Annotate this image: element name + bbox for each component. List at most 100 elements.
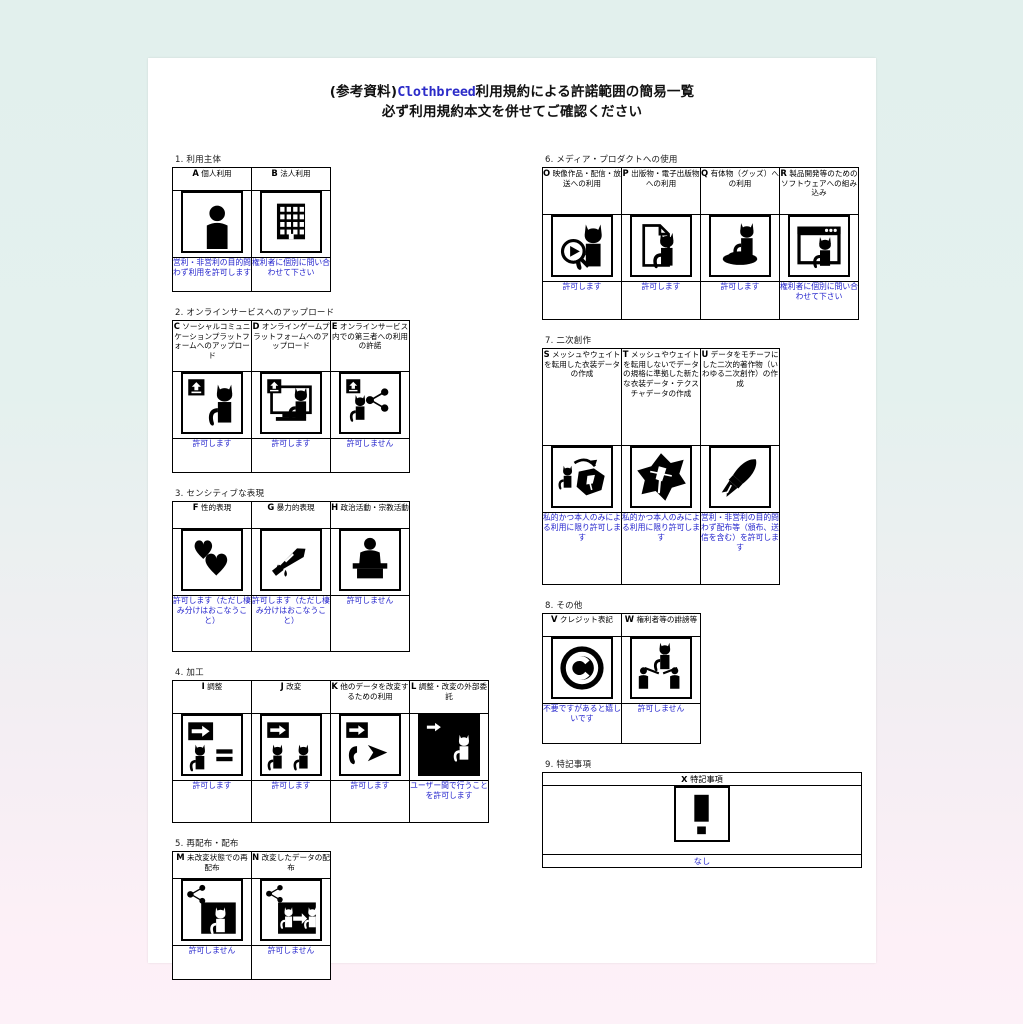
- exclamation-icon: [674, 786, 730, 842]
- slander-icon: [630, 637, 692, 699]
- window-cat-icon: [788, 215, 850, 277]
- section-sec9: 9. 特記事項 X 特記事項なし: [542, 758, 862, 868]
- page-cat-icon: [630, 215, 692, 277]
- cell-result-C: 許可します: [172, 438, 252, 473]
- knife-icon: [260, 529, 322, 591]
- section-title: 1. 利用主体: [175, 155, 222, 165]
- cell-icon-S: [542, 445, 622, 513]
- cell-icon-F: [172, 528, 252, 596]
- cell-result-L: ユーザー間で行うことを許可します: [409, 780, 489, 823]
- cell-header-T: T メッシュやウェイトを転用しないでデータの規格に準拠した新たな衣装データ・テク…: [621, 348, 701, 446]
- cell-header-L: L 調整・改変の外部委託: [409, 680, 489, 714]
- cell-icon-I: [172, 713, 252, 781]
- section-title: 3. センシティブな表現: [175, 489, 265, 499]
- cell-result-T: 私的かつ本人のみによる利用に限り許可します: [621, 512, 701, 585]
- cell-header-A: A 個人利用: [172, 167, 252, 191]
- cell-icon-C: [172, 371, 252, 439]
- cell-icon-A: [172, 190, 252, 258]
- cell-header-X: X 特記事項: [542, 772, 862, 786]
- cell-result-S: 私的かつ本人のみによる利用に限り許可します: [542, 512, 622, 585]
- document-page: (参考資料)Clothbreed利用規約による許諾範囲の簡易一覧 必ず利用規約本…: [148, 58, 876, 980]
- cell-icon-G: [251, 528, 331, 596]
- cell-result-G: 許可します（ただし棲み分けはおこなうこと）: [251, 595, 331, 652]
- brand-name: Clothbreed: [397, 84, 476, 100]
- mesh-burst-icon: [630, 446, 692, 508]
- goods-cat-icon: [709, 215, 771, 277]
- page-title-line-1: (参考資料)Clothbreed利用規約による許諾範囲の簡易一覧: [148, 83, 876, 103]
- section-title: 7. 二次創作: [545, 336, 592, 346]
- cell-header-M: M 未改変状態での再配布: [172, 851, 252, 879]
- play-cat-icon: [551, 215, 613, 277]
- cell-result-P: 許可します: [621, 281, 701, 320]
- cell-icon-B: [251, 190, 331, 258]
- cell-result-N: 許可しません: [251, 945, 331, 980]
- cell-header-P: P 出版物・電子出版物への利用: [621, 167, 701, 215]
- cell-header-K: K 他のデータを改変するための利用: [330, 680, 410, 714]
- podium-icon: [339, 529, 401, 591]
- cell-header-N: N 改変したデータの配布: [251, 851, 331, 879]
- share-cat-split-icon: [181, 879, 243, 941]
- cell-header-I: I 調整: [172, 680, 252, 714]
- section-title: 6. メディア・プロダクトへの使用: [545, 155, 678, 165]
- cell-header-H: H 政治活動・宗教活動: [330, 501, 410, 529]
- cell-icon-N: [251, 878, 331, 946]
- cell-result-U: 営利・非営利の目的問わず配布等（頒布、送信を含む）を許可します: [700, 512, 780, 585]
- cell-result-O: 許可します: [542, 281, 622, 320]
- cell-result-I: 許可します: [172, 780, 252, 823]
- cell-icon-T: [621, 445, 701, 513]
- cell-icon-K: [330, 713, 410, 781]
- paintbrush-icon: [709, 446, 771, 508]
- cell-result-B: 権利者に個別に問い合わせて下さい: [251, 257, 331, 292]
- cell-result-E: 許可しません: [330, 438, 410, 473]
- cell-icon-V: [542, 636, 622, 704]
- title-suffix: 利用規約による許諾範囲の簡易一覧: [475, 84, 695, 100]
- cell-result-M: 許可しません: [172, 945, 252, 980]
- cell-header-F: F 性的表現: [172, 501, 252, 529]
- page-title-line-2: 必ず利用規約本文を併せてご確認ください: [381, 103, 643, 120]
- two-cats-split-icon: [418, 714, 480, 776]
- arrow-cat-equal-icon: [181, 714, 243, 776]
- section-title: 9. 特記事項: [545, 760, 592, 770]
- section-table: X 特記事項なし: [542, 772, 862, 868]
- cell-icon-W: [621, 636, 701, 704]
- upload-monitor-cat-icon: [260, 372, 322, 434]
- cell-icon-L: [409, 713, 489, 781]
- title-prefix: (参考資料): [329, 84, 398, 100]
- cell-result-X: なし: [542, 854, 862, 868]
- section-title: 8. その他: [545, 601, 583, 611]
- cell-header-Q: Q 有体物（グッズ）への利用: [700, 167, 780, 215]
- cell-header-S: S メッシュやウェイトを転用した衣装データの作成: [542, 348, 622, 446]
- cell-result-A: 営利・非営利の目的問わず利用を許可します: [172, 257, 252, 292]
- cell-header-B: B 法人利用: [251, 167, 331, 191]
- cell-header-O: O 映像作品・配信・放送への利用: [542, 167, 622, 215]
- share-cat-icon: [339, 372, 401, 434]
- cell-result-H: 許可しません: [330, 595, 410, 652]
- cell-header-R: R 製品開発等のためのソフトウェアへの組み込み: [779, 167, 859, 215]
- cell-result-J: 許可します: [251, 780, 331, 823]
- cell-result-D: 許可します: [251, 438, 331, 473]
- cell-result-V: 不要ですがあると嬉しいです: [542, 703, 622, 744]
- section-title: 2. オンラインサービスへのアップロード: [175, 308, 335, 318]
- cell-icon-R: [779, 214, 859, 282]
- cell-result-Q: 許可します: [700, 281, 780, 320]
- arrow-cat-shape-icon: [339, 714, 401, 776]
- section-title: 4. 加工: [175, 668, 204, 678]
- cell-result-W: 許可しません: [621, 703, 701, 744]
- cell-header-D: D オンラインゲームプラットフォームへのアップロード: [251, 320, 331, 372]
